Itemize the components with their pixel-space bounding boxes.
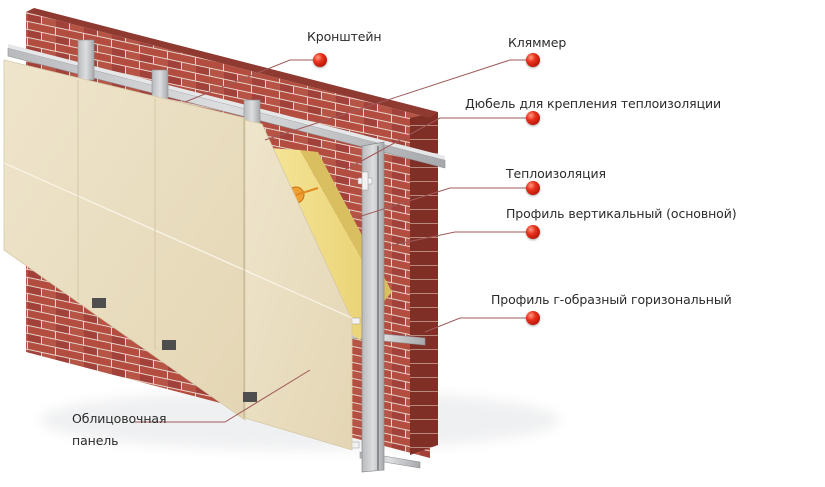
label-clamp: Кляммер	[508, 35, 567, 50]
bracket-1	[77, 39, 95, 81]
dowel-stem	[295, 187, 319, 196]
brick-wall-top	[26, 8, 438, 118]
marker-dot-clamp[interactable]	[526, 53, 540, 67]
marker-dot-bracket[interactable]	[313, 53, 327, 67]
marker-dot-horizontal-profile[interactable]	[526, 311, 540, 325]
label-cladding-panel-line2: панель	[72, 433, 119, 448]
clamp-upper	[357, 171, 373, 191]
bottom-clip-3	[243, 392, 257, 402]
label-dowel: Дюбель для крепления теплоизоляции	[465, 96, 722, 111]
label-horizontal-profile: Профиль г-образный горизональный	[491, 292, 732, 307]
label-insulation: Теплоизоляция	[506, 166, 606, 181]
vertical-profile	[361, 141, 385, 473]
brick-wall-side	[410, 112, 438, 455]
marker-dot-dowel[interactable]	[526, 111, 540, 125]
marker-dot-vertical-profile[interactable]	[526, 225, 540, 239]
bottom-clip-2	[162, 340, 176, 350]
label-bracket: Кронштейн	[307, 29, 382, 44]
label-vertical-profile: Профиль вертикальный (основной)	[506, 206, 737, 221]
marker-dot-insulation[interactable]	[526, 181, 540, 195]
cladding-panel-left	[3, 59, 246, 421]
label-cladding-panel-line1: Облицовочная	[72, 411, 167, 426]
leader-lines	[135, 59, 528, 423]
horizontal-profile-top-lip	[8, 44, 445, 160]
label-cladding-panel: Облицовочная панель	[72, 408, 182, 452]
bottom-clip-1	[92, 298, 106, 308]
cladding-panel-right	[244, 119, 353, 451]
